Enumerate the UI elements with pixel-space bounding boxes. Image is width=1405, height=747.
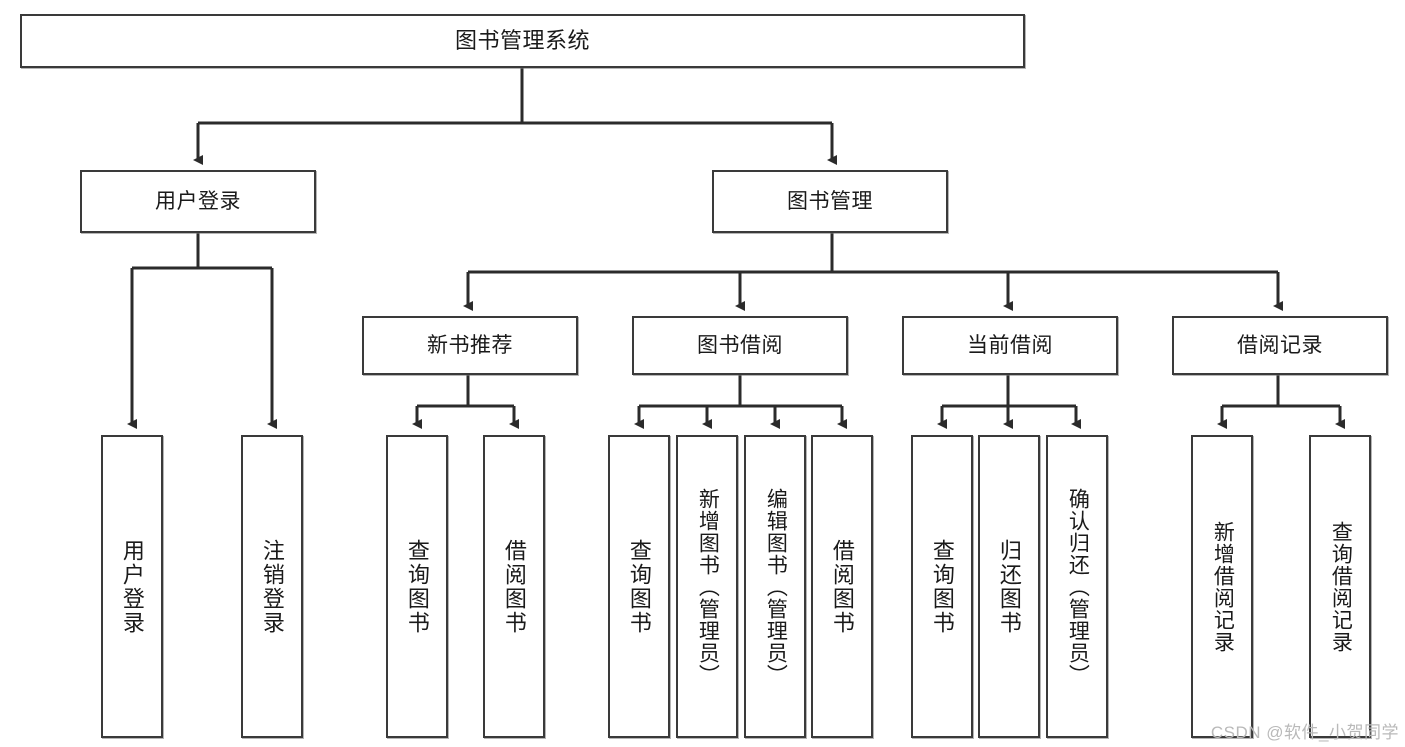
node-root[interactable]: 图书管理系统	[20, 14, 1025, 68]
node-leaf-logout[interactable]: 注销登录	[241, 435, 303, 738]
node-user-login-label: 用户登录	[155, 189, 241, 213]
node-leaf-query-book-2[interactable]: 查询图书	[608, 435, 670, 738]
node-leaf-edit-book[interactable]: 编辑图书（管理员）	[744, 435, 806, 738]
node-leaf-add-record[interactable]: 新增借阅记录	[1191, 435, 1253, 738]
node-leaf-query-record[interactable]: 查询借阅记录	[1309, 435, 1371, 738]
csdn-watermark: CSDN @软件_小贺同学	[1210, 723, 1399, 742]
node-leaf-confirm-return[interactable]: 确认归还（管理员）	[1046, 435, 1108, 738]
node-leaf-edit-book-label: 编辑图书（管理员）	[764, 487, 788, 686]
node-leaf-borrow-book-1-label: 借阅图书	[501, 538, 527, 635]
node-leaf-return-book-label: 归还图书	[996, 538, 1022, 635]
node-book-manage[interactable]: 图书管理	[712, 170, 948, 233]
node-leaf-add-record-label: 新增借阅记录	[1211, 520, 1235, 653]
node-new-book-recommend-label: 新书推荐	[427, 333, 513, 357]
node-leaf-borrow-book-2[interactable]: 借阅图书	[811, 435, 873, 738]
node-leaf-query-record-label: 查询借阅记录	[1329, 520, 1353, 653]
node-leaf-return-book[interactable]: 归还图书	[978, 435, 1040, 738]
node-leaf-confirm-return-label: 确认归还（管理员）	[1066, 487, 1090, 686]
node-book-borrow[interactable]: 图书借阅	[632, 316, 848, 375]
node-borrow-record-label: 借阅记录	[1237, 333, 1323, 357]
node-leaf-add-book[interactable]: 新增图书（管理员）	[676, 435, 738, 738]
node-borrow-record[interactable]: 借阅记录	[1172, 316, 1388, 375]
node-leaf-borrow-book-2-label: 借阅图书	[829, 538, 855, 635]
node-leaf-query-book-3-label: 查询图书	[929, 538, 955, 635]
node-leaf-add-book-label: 新增图书（管理员）	[696, 487, 720, 686]
node-current-borrow[interactable]: 当前借阅	[902, 316, 1118, 375]
node-leaf-logout-label: 注销登录	[259, 538, 285, 635]
node-root-label: 图书管理系统	[454, 27, 590, 53]
node-current-borrow-label: 当前借阅	[967, 333, 1053, 357]
node-leaf-query-book-3[interactable]: 查询图书	[911, 435, 973, 738]
node-leaf-user-login[interactable]: 用户登录	[101, 435, 163, 738]
node-leaf-query-book-2-label: 查询图书	[626, 538, 652, 635]
node-user-login[interactable]: 用户登录	[80, 170, 316, 233]
node-leaf-query-book-1-label: 查询图书	[404, 538, 430, 635]
node-new-book-recommend[interactable]: 新书推荐	[362, 316, 578, 375]
node-book-manage-label: 图书管理	[787, 189, 873, 213]
node-leaf-query-book-1[interactable]: 查询图书	[386, 435, 448, 738]
node-leaf-borrow-book-1[interactable]: 借阅图书	[483, 435, 545, 738]
node-book-borrow-label: 图书借阅	[697, 333, 783, 357]
node-leaf-user-login-label: 用户登录	[119, 538, 145, 635]
